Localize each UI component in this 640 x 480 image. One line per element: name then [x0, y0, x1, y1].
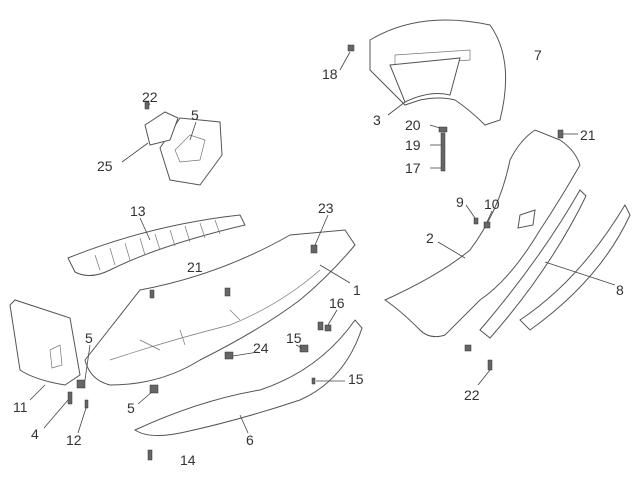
part-labels: 7 18 3 20 19 17 21 22 5 25 13 23 9 10 2 …	[13, 47, 624, 468]
label-11: 11	[13, 399, 28, 415]
label-12: 12	[66, 432, 82, 448]
part-5-bracket	[144, 111, 223, 186]
label-14: 14	[180, 452, 196, 468]
label-5: 5	[191, 107, 199, 123]
label-19: 19	[405, 137, 421, 153]
part-1-footboard	[84, 229, 356, 386]
label-4: 4	[31, 426, 39, 442]
label-5c: 5	[127, 400, 135, 416]
part-13-floor-mat	[67, 214, 246, 276]
label-1: 1	[353, 282, 361, 298]
label-24: 24	[253, 340, 269, 356]
label-15b: 15	[348, 371, 364, 387]
label-6: 6	[246, 432, 254, 448]
label-9: 9	[456, 194, 464, 210]
label-7: 7	[534, 47, 542, 63]
part-8-trim-strip	[479, 189, 631, 339]
label-25: 25	[97, 158, 113, 174]
part-11-front-panel	[9, 299, 81, 386]
label-18: 18	[322, 66, 338, 82]
label-21b: 21	[187, 259, 203, 275]
label-22b: 22	[464, 387, 480, 403]
label-23: 23	[318, 200, 334, 216]
part-7-rear-shield	[369, 19, 507, 126]
label-16: 16	[329, 295, 345, 311]
label-10: 10	[484, 196, 500, 212]
label-22: 22	[142, 89, 158, 105]
label-21: 21	[580, 127, 596, 143]
leader-lines	[29, 51, 616, 434]
label-13: 13	[130, 203, 146, 219]
label-17: 17	[405, 160, 421, 176]
label-3: 3	[373, 112, 381, 128]
label-15: 15	[286, 330, 302, 346]
screws	[67, 44, 564, 461]
label-5b: 5	[85, 330, 93, 346]
label-8: 8	[616, 282, 624, 298]
part-6-side-panel	[133, 319, 363, 436]
label-2: 2	[426, 230, 434, 246]
label-20: 20	[405, 117, 421, 133]
